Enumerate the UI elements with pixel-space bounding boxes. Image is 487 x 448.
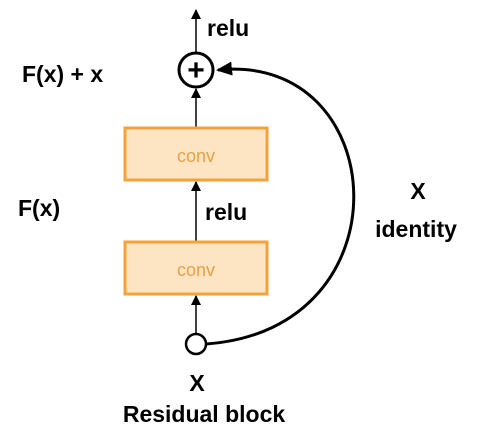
middle-relu-label: relu xyxy=(205,199,247,225)
identity-shortcut-curve xyxy=(205,61,356,346)
sum-label: F(x) + x xyxy=(22,61,103,87)
conv-box-lower xyxy=(123,240,269,296)
diagram-caption: Residual block xyxy=(123,401,286,427)
adder-node: + xyxy=(177,51,215,89)
input-node xyxy=(184,332,208,356)
conv-box-upper xyxy=(123,126,269,182)
input-x-label: X xyxy=(189,370,205,396)
adder-plus-symbol: + xyxy=(187,54,205,87)
shortcut-identity-label: identity xyxy=(375,216,457,242)
conv-label-lower: conv xyxy=(177,260,215,280)
conv-layer-lower: conv xyxy=(123,240,269,296)
residual-function-label: F(x) xyxy=(18,195,60,221)
adder-circle xyxy=(177,51,215,89)
output-relu-label: relu xyxy=(207,15,249,41)
shortcut-x-label: X xyxy=(410,178,426,204)
conv-layer-upper: conv xyxy=(123,126,269,182)
conv-label-upper: conv xyxy=(177,146,215,166)
